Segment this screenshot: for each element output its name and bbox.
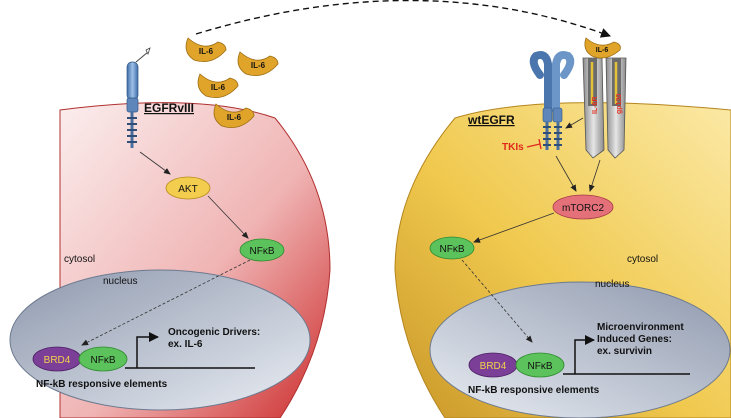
- right-nucleus-label: nucleus: [595, 279, 629, 290]
- tkis-label: TKIs: [502, 142, 524, 153]
- tkis-inhibitor-mark: [526, 138, 542, 150]
- left-cytosol-label: cytosol: [64, 254, 95, 265]
- arrow-egfrviii-to-akt: [139, 151, 171, 175]
- arrow-il6r-to-mtorc2: [588, 159, 601, 192]
- left-nucleus-nfkb-label: NFκB: [91, 355, 116, 366]
- svg-text:IL-6: IL-6: [251, 61, 266, 70]
- il6-secretion-arrow: [195, 0, 611, 38]
- right-nucleus: [429, 281, 731, 418]
- il6-cytokine: IL-6: [185, 37, 227, 63]
- akt-node: [165, 176, 211, 200]
- egfrviii-receptor: [126, 47, 151, 148]
- left-nucleus: [9, 269, 311, 411]
- left-brd4-label: BRD4: [44, 355, 71, 366]
- left-responsive-label: NF-kB responsive elements: [36, 379, 168, 390]
- receptor-label-a: IL-6R: [592, 97, 599, 115]
- right-nfkb-node: [429, 236, 475, 260]
- right-title: wtEGFR: [467, 113, 515, 127]
- left-nucleus-label: nucleus: [103, 276, 137, 287]
- right-responsive-label: NF-kB responsive elements: [468, 385, 600, 396]
- receptor-label-b: gp130: [616, 94, 623, 114]
- svg-text:IL-6: IL-6: [211, 83, 226, 92]
- left-drivers-line1: Oncogenic Drivers:: [168, 327, 260, 338]
- left-nucleus-nfkb-node: [78, 346, 128, 372]
- left-title: EGFRvIII: [144, 101, 194, 115]
- wtegfr-dimer: [529, 51, 575, 150]
- right-genes-line1: Microenvironment: [597, 322, 684, 333]
- right-brd4-label: BRD4: [480, 361, 507, 372]
- left-drivers-line2: ex. IL-6: [168, 339, 203, 350]
- left-promoter-arrow: [136, 332, 159, 368]
- il6-cytokine: IL-6: [213, 103, 255, 129]
- mtorc2-node: [552, 194, 614, 220]
- mtorc2-label: mTORC2: [562, 203, 604, 214]
- right-cytosol-label: cytosol: [627, 254, 658, 265]
- arrow-akt-to-nfkb: [207, 195, 249, 239]
- arrow-nfkb-to-right-nucleus: [461, 259, 533, 343]
- right-nucleus-nfkb-node: [515, 352, 565, 378]
- right-genes-line3: ex. survivin: [597, 346, 652, 357]
- right-nucleus-nfkb-label: NFκB: [528, 361, 553, 372]
- right-promoter-arrow: [574, 335, 595, 374]
- svg-text:IL-6: IL-6: [227, 113, 242, 122]
- arrow-egfr-to-mtorc2: [555, 155, 577, 192]
- arrow-il6r-to-egfr: [565, 117, 584, 129]
- right-nfkb-label: NFκB: [440, 244, 465, 255]
- il6-cytokine-bound: IL-6: [584, 37, 621, 59]
- il6-cytokine: IL-6: [197, 73, 239, 99]
- akt-label: AKT: [178, 184, 197, 195]
- left-nfkb-label: NFκB: [250, 246, 275, 257]
- il6-cytokine: IL-6: [237, 51, 279, 77]
- svg-text:IL-6: IL-6: [596, 47, 609, 54]
- il6-receptor-complex: IL-6R gp130: [582, 57, 627, 159]
- arrow-mtorc2-to-nfkb: [473, 212, 555, 243]
- arrow-nfkb-to-nucleus: [81, 259, 251, 346]
- right-genes-line2: Induced Genes:: [597, 334, 672, 345]
- svg-text:IL-6: IL-6: [199, 47, 214, 56]
- left-nfkb-node: [239, 238, 285, 262]
